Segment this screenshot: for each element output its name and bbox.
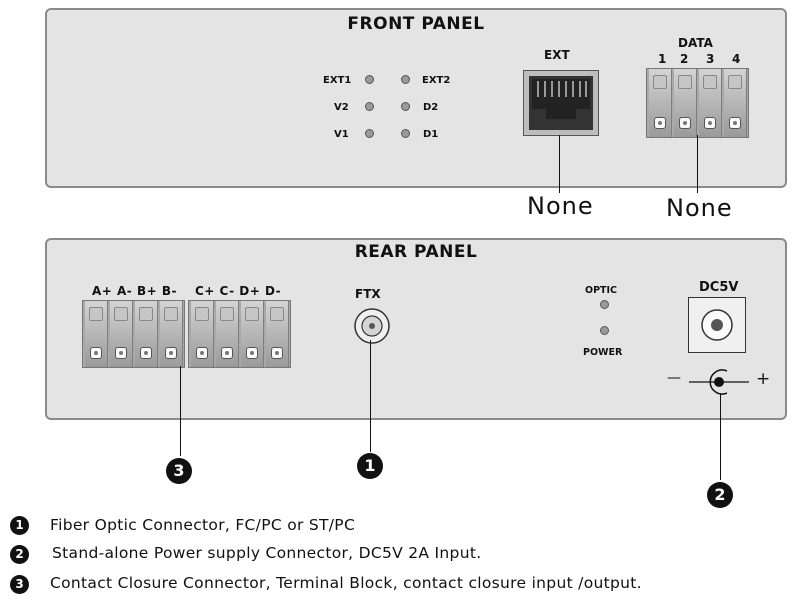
data-label: DATA [678,36,713,50]
terminal-slot [270,307,284,321]
terminal-slot [653,75,667,89]
screw-icon [246,347,258,359]
data-pin-3: 3 [706,52,715,66]
dc-power-jack [688,297,746,353]
data-pin-2: 2 [680,52,689,66]
dc5v-label: DC5V [699,280,739,295]
callout-badge-1: 1 [357,453,383,479]
front-panel: FRONT PANEL EXT1 V2 V1 EXT2 D2 D1 EXT DA… [45,8,787,188]
power-callout-line [720,394,721,480]
led-label-v1: V1 [334,129,349,140]
data-callout-line [697,135,698,193]
polarity-plus: + [756,369,771,389]
led-v2 [365,102,374,111]
terminal-cell [241,301,264,367]
ext-callout-text: None [527,192,594,220]
terminal-slot [220,307,234,321]
terminal-labels-cdef: C+ C- D+ D- [195,284,282,298]
ext-rj45-port [523,70,599,136]
optic-label: OPTIC [585,285,618,296]
terminal-slot [89,307,103,321]
polarity-icon [689,369,749,395]
polarity-minus: — [667,370,681,386]
led-label-v2: V2 [334,102,349,113]
screw-icon [90,347,102,359]
ext-label: EXT [544,48,570,62]
fiber-connector-icon [354,308,390,344]
led-power [600,326,609,335]
screw-icon [654,117,666,129]
data-pin-1: 1 [658,52,667,66]
terminal-labels-abcd: A+ A- B+ B- [92,284,177,298]
legend-badge-3: 3 [10,575,29,594]
legend-badge-1: 1 [10,516,29,535]
fiber-callout-line [370,340,371,452]
terminal-cell [85,301,108,367]
callout-badge-3: 3 [166,458,192,484]
contact-terminal-block-1 [82,300,185,368]
rear-panel-title: REAR PANEL [354,242,478,262]
led-label-ext1: EXT1 [323,75,352,86]
screw-icon [704,117,716,129]
led-ext2 [401,75,410,84]
terminal-cell [724,69,747,137]
ftx-label: FTX [355,287,381,301]
terminal-cell [649,69,672,137]
terminal-cell [191,301,214,367]
terminal-slot [245,307,259,321]
led-label-d2: D2 [423,102,439,113]
terminal-slot [678,75,692,89]
screw-icon [679,117,691,129]
led-optic [600,300,609,309]
legend-text-3: Contact Closure Connector, Terminal Bloc… [50,574,642,592]
legend-text-2: Stand-alone Power supply Connector, DC5V… [52,544,482,562]
led-d1 [401,129,410,138]
terminal-callout-line [180,366,181,456]
terminal-cell [699,69,722,137]
terminal-cell [674,69,697,137]
led-v1 [365,129,374,138]
led-d2 [401,102,410,111]
terminal-slot [703,75,717,89]
rear-panel: REAR PANEL A+ A- B+ B- C+ C- D+ D- FTX O… [45,238,787,420]
data-callout-text: None [666,194,733,222]
terminal-cell [160,301,183,367]
data-terminal-block [646,68,749,138]
terminal-cell [266,301,289,367]
terminal-cell [216,301,239,367]
screw-icon [221,347,233,359]
terminal-slot [195,307,209,321]
rj45-icon [529,76,593,130]
screw-icon [140,347,152,359]
legend-text-1: Fiber Optic Connector, FC/PC or ST/PC [50,516,356,534]
screw-icon [115,347,127,359]
screw-icon [165,347,177,359]
screw-icon [271,347,283,359]
terminal-slot [114,307,128,321]
legend-badge-2: 2 [10,545,29,564]
contact-terminal-block-2 [188,300,291,368]
data-pin-4: 4 [732,52,741,66]
led-ext1 [365,75,374,84]
ext-callout-line [559,135,560,193]
led-label-ext2: EXT2 [422,75,451,86]
led-label-d1: D1 [423,129,439,140]
terminal-cell [135,301,158,367]
screw-icon [729,117,741,129]
terminal-cell [110,301,133,367]
terminal-slot [139,307,153,321]
front-panel-title: FRONT PANEL [347,14,485,34]
callout-badge-2: 2 [707,482,733,508]
terminal-slot [164,307,178,321]
terminal-slot [728,75,742,89]
screw-icon [196,347,208,359]
dc-jack-icon [701,309,733,341]
power-label: POWER [583,347,623,358]
